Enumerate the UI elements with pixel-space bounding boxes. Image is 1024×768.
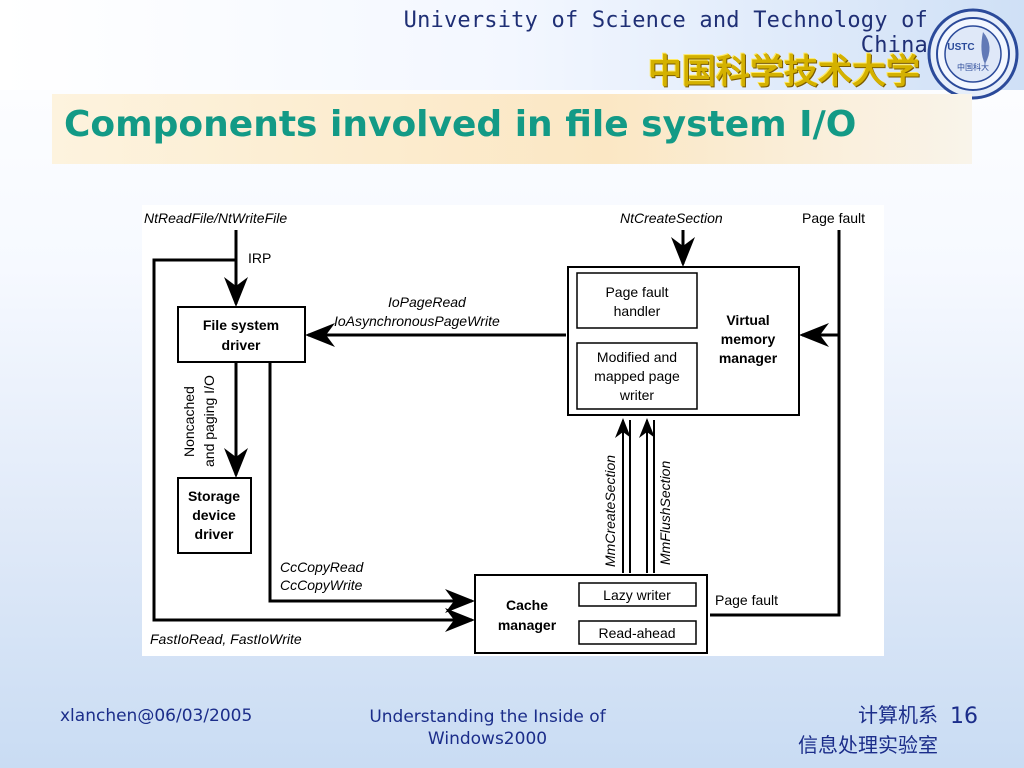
footer-course-title: Understanding the Inside of Windows2000 — [340, 706, 635, 750]
label-nt-create-section: NtCreateSection — [620, 210, 723, 226]
slide-title: Components involved in file system I/O — [64, 104, 857, 145]
lazy-writer-label: Lazy writer — [603, 587, 671, 603]
university-logo: USTC 中国科大 — [927, 8, 1019, 100]
vmm-label-line1: Virtual — [726, 312, 769, 328]
vmm-label-line3: manager — [719, 350, 778, 366]
slide-page-number: 16 — [950, 704, 978, 729]
mpw-label-line3: writer — [619, 387, 655, 403]
storage-device-driver-box: Storage device driver — [177, 477, 252, 554]
fsd-label-line1: File system — [203, 317, 279, 333]
mpw-label-line2: mapped page — [594, 368, 680, 384]
footer-course-line2: Windows2000 — [427, 729, 548, 749]
mpw-label-line1: Modified and — [597, 349, 677, 365]
header-band — [0, 0, 1024, 90]
footer-dept-line1: 计算机系 — [858, 703, 938, 727]
pfh-label-line2: handler — [614, 303, 661, 319]
slide-title-box: Components involved in file system I/O — [52, 94, 972, 164]
label-page-fault-top: Page fault — [802, 210, 865, 226]
footer-author-date: xlanchen@06/03/2005 — [60, 706, 253, 726]
label-noncached-line2: and paging I/O — [201, 375, 217, 467]
label-mm-create-section: MmCreateSection — [602, 455, 618, 567]
university-name-chinese: 中国科学技术大学 — [648, 52, 920, 92]
sdd-label-line1: Storage — [188, 488, 240, 504]
fsd-label-line2: driver — [222, 337, 261, 353]
pfh-label-line1: Page fault — [605, 284, 668, 300]
label-page-fault-right: Page fault — [715, 592, 778, 608]
arrow-cc-copy — [268, 362, 475, 613]
sdd-label-line3: driver — [195, 526, 234, 542]
logo-text-bottom: 中国科大 — [957, 62, 989, 72]
label-mm-flush-section: MmFlushSection — [657, 461, 673, 565]
label-io-page-read: IoPageRead — [388, 294, 467, 310]
arrow-fast-io — [152, 258, 475, 632]
sdd-label-line2: device — [192, 507, 236, 523]
page-fault-handler-box — [576, 272, 698, 329]
logo-text-top: USTC — [947, 42, 974, 53]
label-io-async-page-write: IoAsynchronousPageWrite — [334, 313, 500, 329]
mm-double-arrows — [615, 418, 655, 573]
cache-manager-box: Cache manager Lazy writer Read-ahead — [474, 574, 708, 654]
vmm-label-line2: memory — [721, 331, 776, 347]
label-cc-copy-write: CcCopyWrite — [280, 577, 363, 593]
cm-label-line2: manager — [498, 617, 557, 633]
read-ahead-label: Read-ahead — [598, 625, 675, 641]
file-system-driver-box: File system driver — [177, 306, 306, 363]
cm-label-line1: Cache — [506, 597, 548, 613]
modified-mapped-page-writer-box — [576, 342, 698, 410]
university-name-english: University of Science and Technology of … — [403, 8, 928, 58]
virtual-memory-manager-box: Page fault handler Modified and mapped p… — [567, 266, 800, 416]
label-nt-read-write: NtReadFile/NtWriteFile — [144, 210, 287, 226]
label-cc-copy-read: CcCopyRead — [280, 559, 364, 575]
footer-dept-line2: 信息处理实验室 — [798, 733, 938, 757]
lazy-writer-box — [578, 582, 697, 607]
footer-course-line1: Understanding the Inside of — [369, 707, 606, 727]
label-fast-io: FastIoRead, FastIoWrite — [150, 631, 302, 647]
file-system-io-diagram: File system driver Storage device driver… — [142, 205, 884, 656]
read-ahead-box — [578, 620, 697, 645]
connectors — [152, 230, 841, 632]
label-noncached-line1: Noncached — [181, 386, 197, 457]
label-irp: IRP — [248, 250, 271, 266]
footer-department: 计算机系 信息处理实验室 — [740, 700, 938, 760]
arrow-page-fault-right — [710, 323, 841, 617]
